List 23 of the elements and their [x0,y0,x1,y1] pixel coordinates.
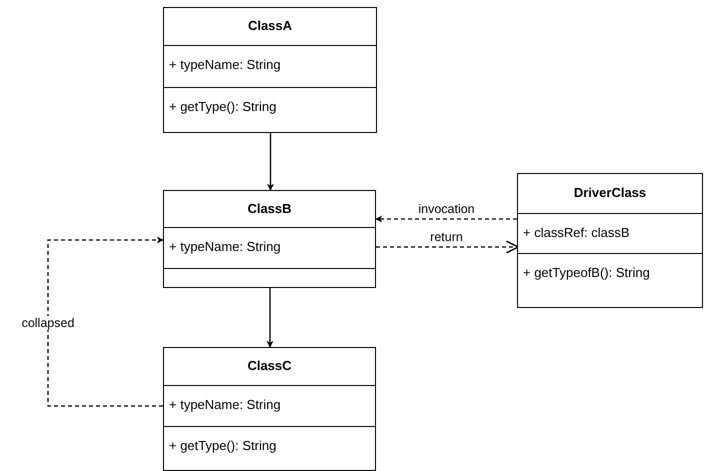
class-box [163,7,377,133]
dashed-arrow [375,216,517,222]
dashed-arrow [376,240,519,254]
class-name: ClassB [246,200,293,216]
method-text: + getType(): String [169,438,276,454]
attribute-text: + classRef: classB [523,225,630,241]
class-box [163,190,376,288]
dashed-arrow [47,236,164,407]
edge-label: invocation [417,202,476,216]
arrow [266,288,274,348]
attribute-text: + typeName: String [169,239,281,255]
attribute-text: + typeName: String [169,57,281,73]
attribute-text: + typeName: String [169,397,281,413]
edge-label: collapsed [20,316,76,330]
method-text: + getType(): String [169,99,276,115]
method-text: + getTypeofB(): String [523,265,650,281]
class-name: ClassC [246,358,293,374]
class-name: ClassA [246,18,294,34]
class-box [163,347,376,471]
edge-label: return [429,230,464,244]
class-name: DriverClass [572,185,648,201]
arrow [267,133,274,191]
class-box [517,173,703,308]
